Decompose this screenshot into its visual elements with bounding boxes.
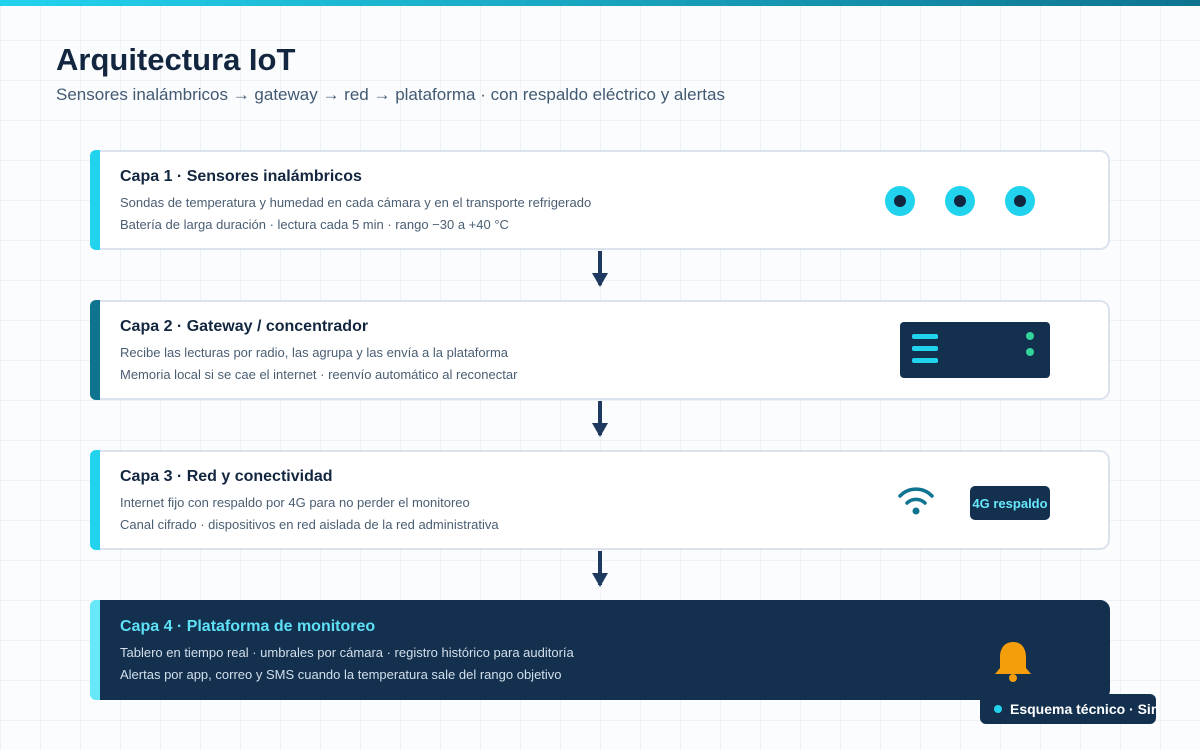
flow-arrow	[592, 251, 608, 287]
layer-accent-stripe	[90, 150, 100, 250]
layer-card-network: Capa 3 · Red y conectividad Internet fij…	[90, 450, 1110, 550]
bell-icon	[995, 642, 1031, 682]
layer-accent-stripe	[90, 600, 100, 700]
backup-4g-badge: 4G respaldo	[970, 486, 1050, 520]
top-accent-bar	[0, 0, 1200, 6]
sensor-icon	[945, 186, 975, 216]
layer-details: Alertas por app, correo y SMS cuando la …	[120, 667, 562, 682]
layer-details: Memoria local si se cae el internet · re…	[120, 367, 518, 382]
layer-title: Capa 2 · Gateway / concentrador	[120, 318, 369, 335]
layer-card-gateway: Capa 2 · Gateway / concentrador Recibe l…	[90, 300, 1110, 400]
page-title: Arquitectura IoT	[56, 42, 296, 77]
layer-description: Tablero en tiempo real · umbrales por cá…	[120, 645, 574, 660]
sensor-icon	[1005, 186, 1035, 216]
footer-badge-label: Esquema técnico · SimCodes	[1010, 701, 1156, 717]
status-led-icon	[1026, 348, 1034, 356]
layer-description: Internet fijo con respaldo por 4G para n…	[120, 495, 470, 510]
layer-accent-stripe	[90, 450, 100, 550]
flow-arrow	[592, 551, 608, 587]
layer-details: Canal cifrado · dispositivos en red aisl…	[120, 517, 499, 532]
layer-details: Batería de larga duración · lectura cada…	[120, 217, 509, 232]
layer-title: Capa 3 · Red y conectividad	[120, 468, 333, 485]
status-led-icon	[1026, 332, 1034, 340]
sensor-icon	[885, 186, 915, 216]
layer-accent-stripe	[90, 300, 100, 400]
wifi-icon	[898, 487, 934, 515]
gateway-icon	[900, 322, 1050, 378]
layer-card-sensors: Capa 1 · Sensores inalámbricos Sondas de…	[90, 150, 1110, 250]
footer-badge: Esquema técnico · SimCodes	[980, 694, 1156, 724]
layer-title: Capa 4 · Plataforma de monitoreo	[120, 618, 376, 635]
layer-description: Sondas de temperatura y humedad en cada …	[120, 195, 592, 210]
layer-description: Recibe las lecturas por radio, las agrup…	[120, 345, 509, 360]
layer-title: Capa 1 · Sensores inalámbricos	[120, 168, 362, 185]
page-subtitle: Sensores inalámbricos → gateway → red → …	[56, 85, 725, 104]
badge-dot-icon	[994, 705, 1002, 713]
layer-card-platform: Capa 4 · Plataforma de monitoreo Tablero…	[90, 600, 1110, 700]
flow-arrow	[592, 401, 608, 437]
